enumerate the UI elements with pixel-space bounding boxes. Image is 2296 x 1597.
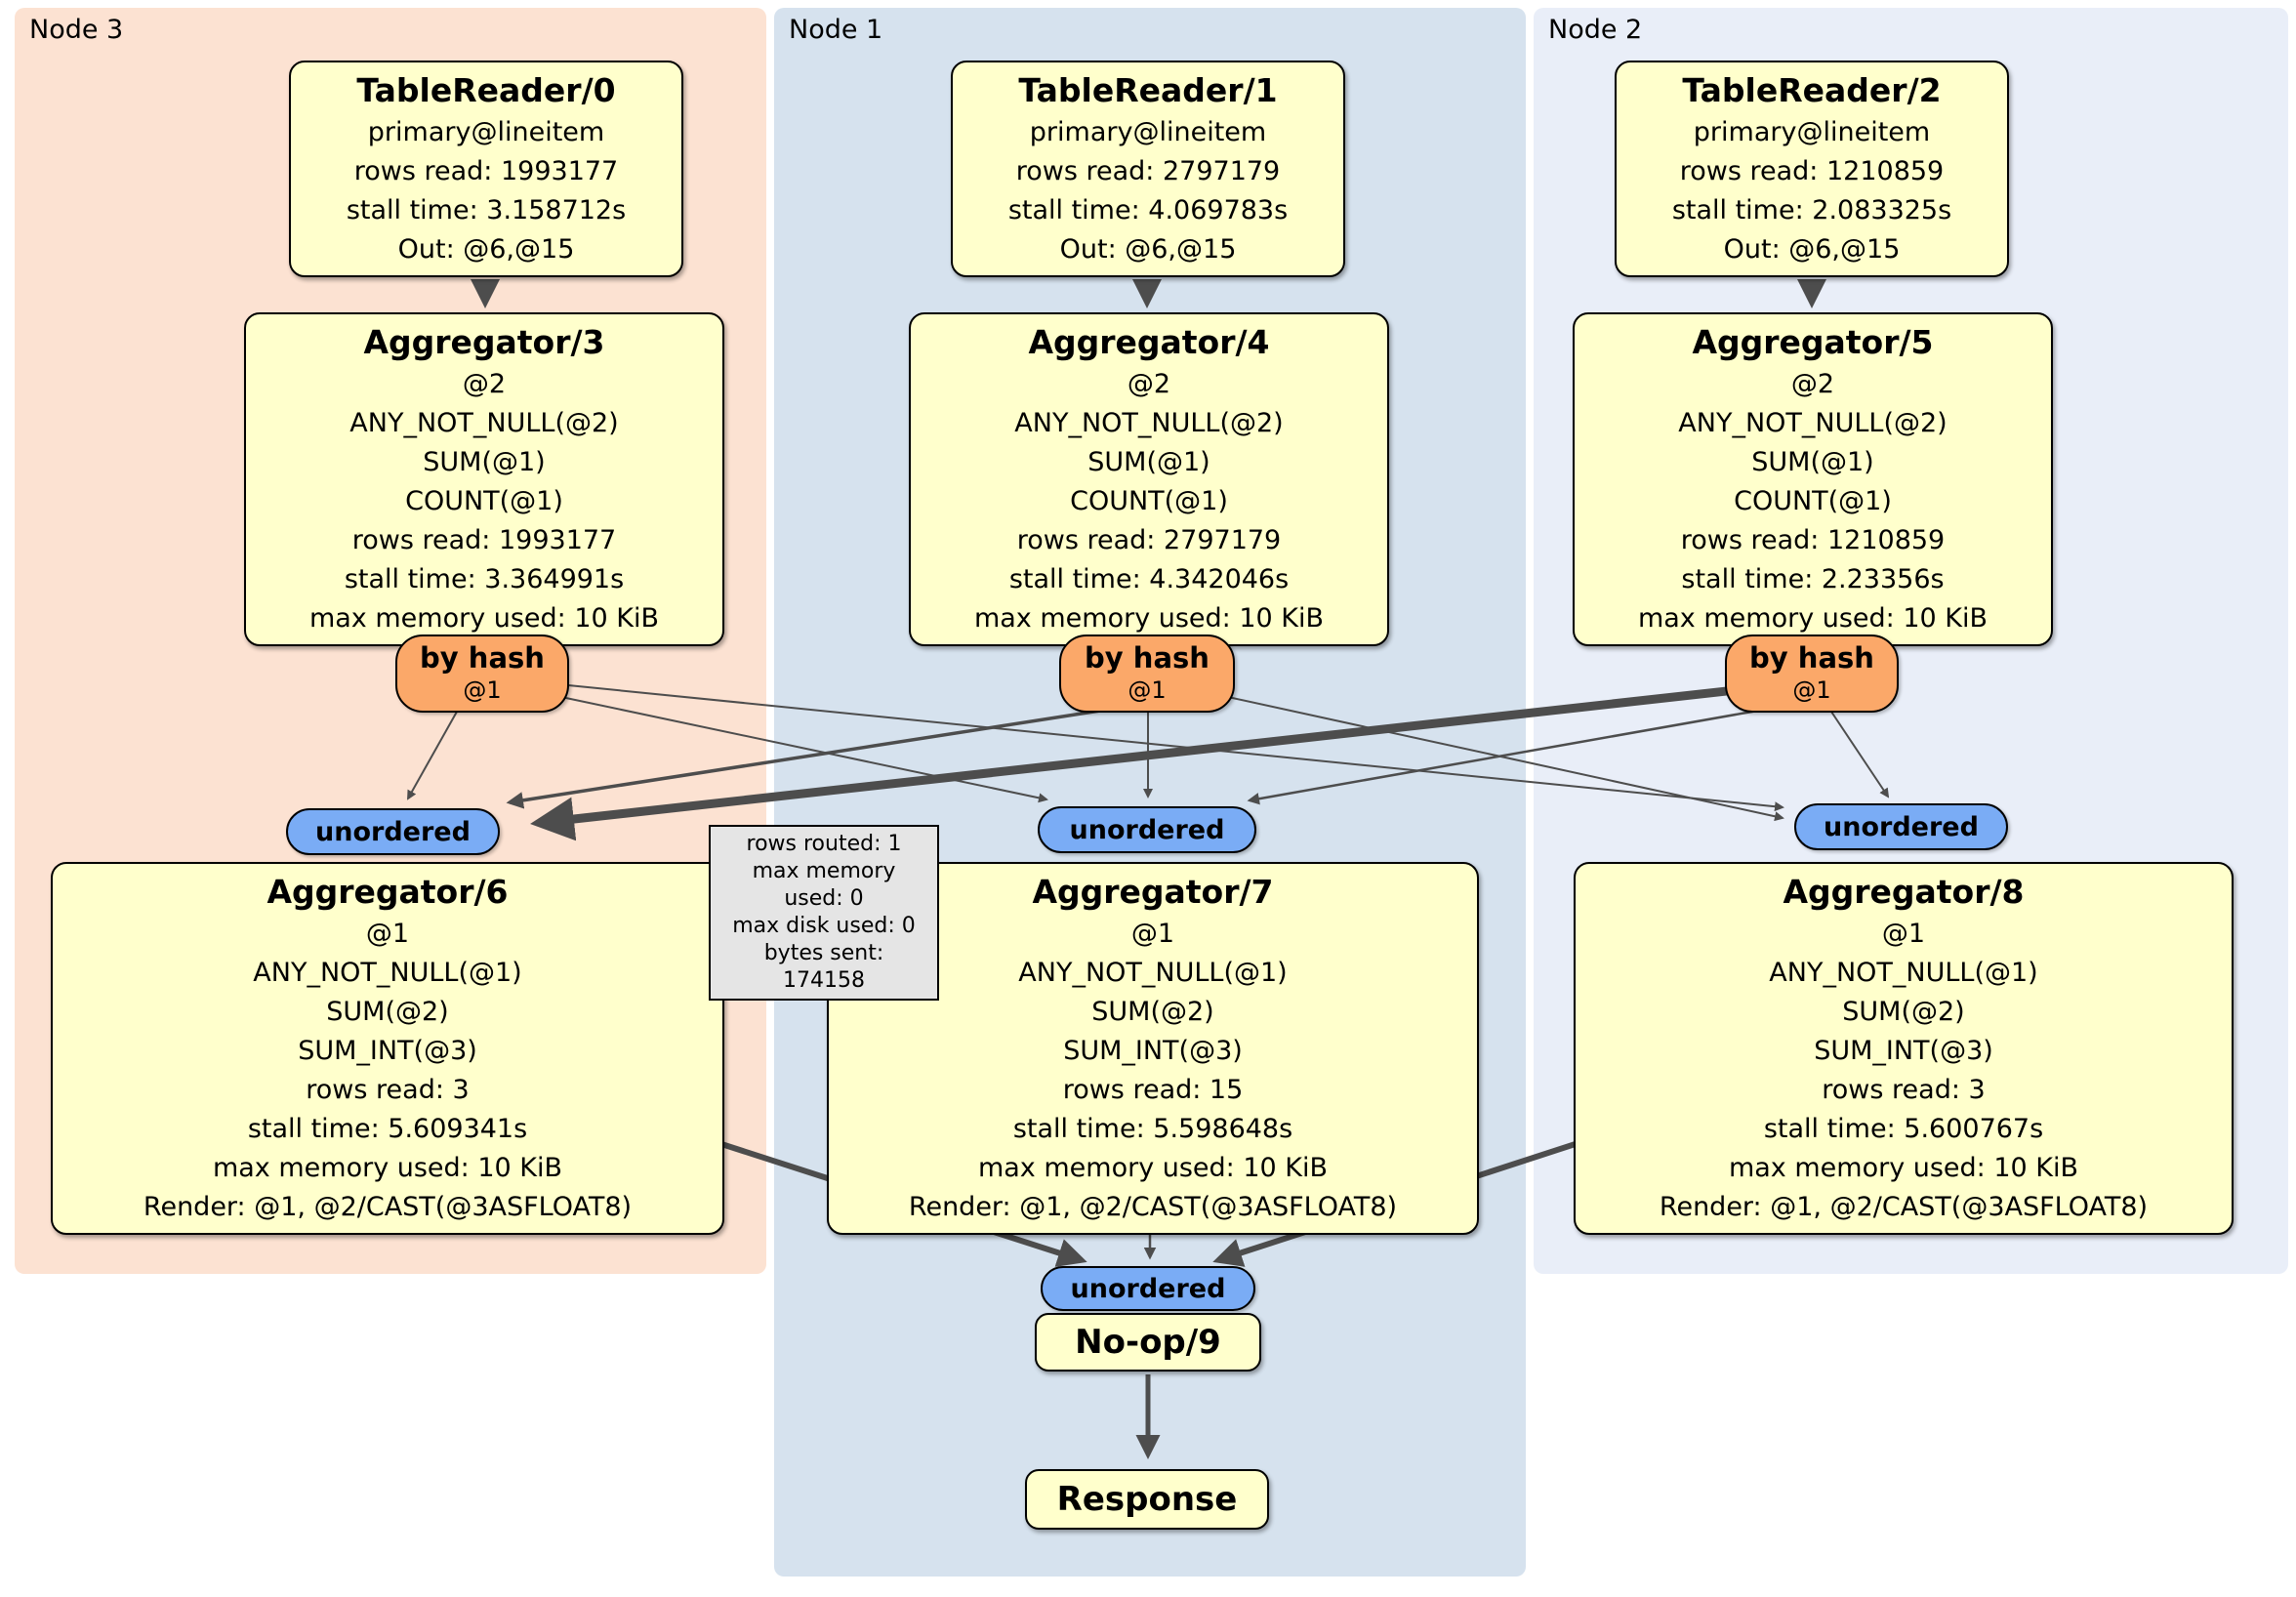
- edge-hash3-un3[interactable]: [407, 711, 458, 800]
- stream-unordered-node1[interactable]: unordered: [1038, 806, 1256, 853]
- edge-hash1-un2[interactable]: [1227, 696, 1784, 822]
- stream-unordered-node2[interactable]: unordered: [1794, 803, 2008, 850]
- edge-hash2-un2[interactable]: [1830, 711, 1890, 798]
- edge-hash1-un3[interactable]: [506, 707, 1114, 809]
- router-by-hash-node3[interactable]: by hash @1: [395, 635, 569, 713]
- edge-hash3-un2[interactable]: [567, 684, 1784, 812]
- router-by-hash-node2[interactable]: by hash @1: [1725, 635, 1899, 713]
- operator-title: TableReader/0: [356, 71, 616, 109]
- router-label: by hash: [1085, 641, 1210, 675]
- operator-title: TableReader/2: [1682, 71, 1942, 109]
- router-by-hash-node1[interactable]: by hash @1: [1059, 635, 1235, 713]
- stream-unordered-node3[interactable]: unordered: [286, 808, 500, 855]
- operator-title: No-op/9: [1075, 1323, 1221, 1362]
- router-arg: @1: [1128, 676, 1167, 704]
- operator-title: Aggregator/6: [266, 873, 509, 911]
- stream-label: unordered: [315, 816, 471, 847]
- operator-title: Response: [1056, 1480, 1238, 1519]
- panel-label-node1: Node 1: [789, 15, 883, 45]
- operator-noop-9[interactable]: No-op/9: [1035, 1313, 1261, 1372]
- stream-label: unordered: [1069, 814, 1225, 845]
- operator-title: Aggregator/7: [1032, 873, 1274, 911]
- panel-label-node3: Node 3: [29, 15, 124, 45]
- router-arg: @1: [1792, 676, 1831, 704]
- operator-title: TableReader/1: [1018, 71, 1278, 109]
- panel-label-node2: Node 2: [1548, 15, 1643, 45]
- operator-title: Aggregator/3: [363, 323, 605, 361]
- stream-label: unordered: [1070, 1273, 1226, 1304]
- operator-response[interactable]: Response: [1025, 1469, 1269, 1530]
- operator-title: Aggregator/8: [1783, 873, 2025, 911]
- edge-hash2-un1[interactable]: [1247, 707, 1770, 805]
- operator-title: Aggregator/5: [1692, 323, 1934, 361]
- router-label: by hash: [420, 641, 545, 675]
- edge-hash2-un3-heavy[interactable]: [530, 683, 1754, 841]
- router-arg: @1: [463, 676, 502, 704]
- edge-hash3-un1[interactable]: [560, 696, 1048, 803]
- stream-label: unordered: [1824, 811, 1979, 842]
- operator-title: Aggregator/4: [1028, 323, 1270, 361]
- router-label: by hash: [1749, 641, 1874, 675]
- stream-unordered-merge[interactable]: unordered: [1041, 1266, 1255, 1311]
